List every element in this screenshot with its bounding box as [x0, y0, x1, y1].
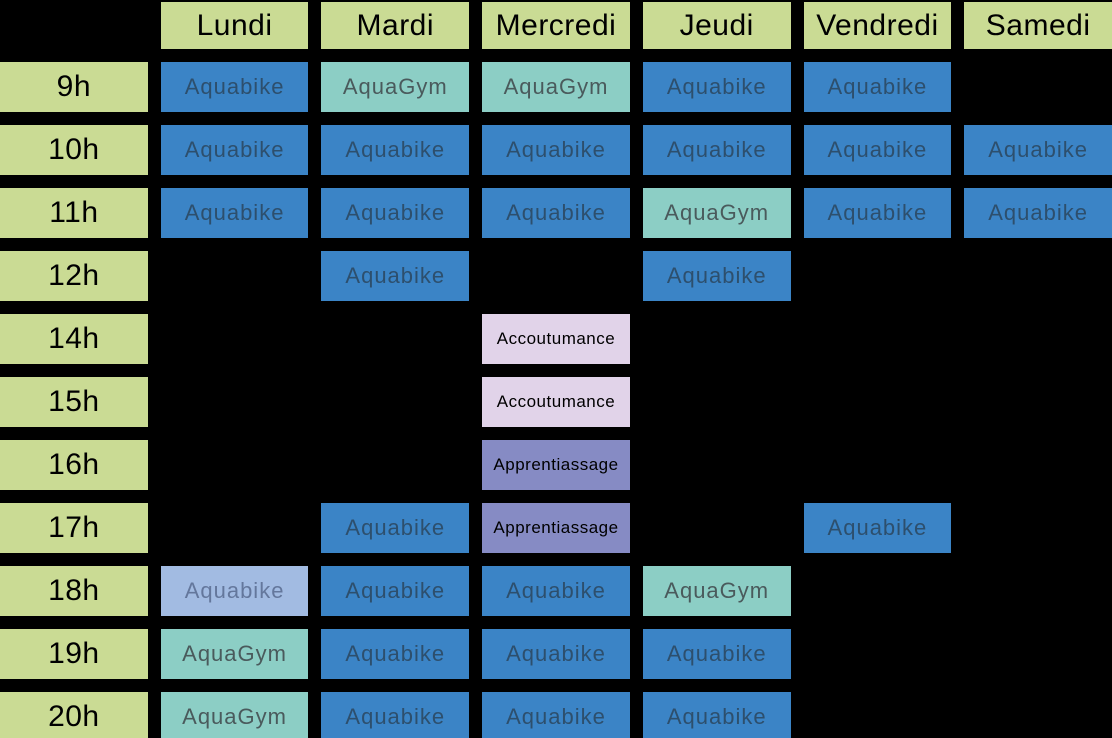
empty-slot-lundi-15h [161, 377, 309, 427]
empty-slot-samedi-20h [964, 692, 1112, 738]
hour-label-19h: 19h [0, 629, 148, 679]
empty-slot-jeudi-17h [643, 503, 791, 553]
activity-cell-mardi-12h: Aquabike [321, 251, 470, 301]
hour-label-10h: 10h [0, 125, 148, 175]
activity-cell-mardi-20h: Aquabike [321, 692, 470, 738]
day-header-mardi: Mardi [321, 2, 470, 49]
empty-slot-samedi-19h [964, 629, 1112, 679]
hour-label-9h: 9h [0, 62, 148, 112]
activity-cell-mercredi-16h: Apprentiassage [482, 440, 630, 490]
empty-slot-mercredi-12h [482, 251, 630, 301]
empty-slot-mardi-16h [321, 440, 469, 490]
activity-cell-vendredi-17h: Aquabike [803, 503, 952, 553]
empty-slot-samedi-9h [964, 62, 1112, 112]
hour-label-14h: 14h [0, 314, 148, 364]
empty-slot-lundi-17h [161, 503, 309, 553]
day-header-lundi: Lundi [160, 2, 309, 49]
empty-slot-lundi-12h [161, 251, 309, 301]
empty-slot-samedi-15h [964, 377, 1112, 427]
hour-label-12h: 12h [0, 251, 148, 301]
activity-cell-mardi-18h: Aquabike [321, 566, 470, 616]
hour-label-15h: 15h [0, 377, 148, 427]
empty-slot-vendredi-18h [804, 566, 952, 616]
activity-cell-mercredi-14h: Accoutumance [482, 314, 630, 364]
activity-cell-mercredi-19h: Aquabike [482, 629, 630, 679]
hour-label-17h: 17h [0, 503, 148, 553]
empty-slot-lundi-16h [161, 440, 309, 490]
hour-label-11h: 11h [0, 188, 148, 238]
empty-slot-mardi-15h [321, 377, 469, 427]
empty-slot-samedi-12h [964, 251, 1112, 301]
activity-cell-mercredi-11h: Aquabike [482, 188, 630, 238]
activity-cell-lundi-19h: AquaGym [160, 629, 309, 679]
activity-cell-jeudi-20h: Aquabike [642, 692, 791, 738]
activity-cell-lundi-18h: Aquabike [160, 566, 309, 616]
activity-cell-lundi-10h: Aquabike [160, 125, 309, 175]
activity-cell-mercredi-10h: Aquabike [482, 125, 630, 175]
empty-slot-lundi-14h [161, 314, 309, 364]
activity-cell-samedi-11h: Aquabike [964, 188, 1112, 238]
activity-cell-vendredi-9h: Aquabike [803, 62, 952, 112]
empty-slot-vendredi-12h [804, 251, 952, 301]
empty-slot-vendredi-16h [804, 440, 952, 490]
empty-slot-samedi-14h [964, 314, 1112, 364]
activity-cell-mercredi-18h: Aquabike [482, 566, 630, 616]
activity-cell-jeudi-12h: Aquabike [642, 251, 791, 301]
hour-label-20h: 20h [0, 692, 148, 738]
empty-slot-vendredi-20h [804, 692, 952, 738]
activity-cell-jeudi-9h: Aquabike [642, 62, 791, 112]
hour-label-18h: 18h [0, 566, 148, 616]
empty-slot-samedi-18h [964, 566, 1112, 616]
empty-slot-jeudi-15h [643, 377, 791, 427]
activity-cell-mercredi-20h: Aquabike [482, 692, 630, 738]
activity-cell-vendredi-11h: Aquabike [803, 188, 952, 238]
empty-slot-vendredi-15h [804, 377, 952, 427]
corner-cell [0, 2, 148, 49]
empty-slot-jeudi-14h [643, 314, 791, 364]
activity-cell-mercredi-9h: AquaGym [482, 62, 630, 112]
activity-cell-jeudi-11h: AquaGym [642, 188, 791, 238]
activity-cell-jeudi-10h: Aquabike [642, 125, 791, 175]
day-header-vendredi: Vendredi [803, 2, 952, 49]
activity-cell-lundi-9h: Aquabike [160, 62, 309, 112]
activity-cell-mercredi-17h: Apprentiassage [482, 503, 630, 553]
activity-cell-jeudi-18h: AquaGym [642, 566, 791, 616]
activity-cell-samedi-10h: Aquabike [964, 125, 1112, 175]
activity-cell-lundi-20h: AquaGym [160, 692, 309, 738]
empty-slot-jeudi-16h [643, 440, 791, 490]
activity-cell-lundi-11h: Aquabike [160, 188, 309, 238]
activity-cell-mardi-17h: Aquabike [321, 503, 470, 553]
empty-slot-samedi-17h [964, 503, 1112, 553]
activity-cell-jeudi-19h: Aquabike [642, 629, 791, 679]
activity-cell-vendredi-10h: Aquabike [803, 125, 952, 175]
activity-cell-mardi-11h: Aquabike [321, 188, 470, 238]
day-header-mercredi: Mercredi [482, 2, 630, 49]
activity-cell-mardi-10h: Aquabike [321, 125, 470, 175]
day-header-jeudi: Jeudi [642, 2, 791, 49]
empty-slot-mardi-14h [321, 314, 469, 364]
activity-cell-mardi-19h: Aquabike [321, 629, 470, 679]
hour-label-16h: 16h [0, 440, 148, 490]
activity-cell-mardi-9h: AquaGym [321, 62, 470, 112]
empty-slot-vendredi-19h [804, 629, 952, 679]
day-header-samedi: Samedi [964, 2, 1112, 49]
activity-cell-mercredi-15h: Accoutumance [482, 377, 630, 427]
empty-slot-vendredi-14h [804, 314, 952, 364]
empty-slot-samedi-16h [964, 440, 1112, 490]
